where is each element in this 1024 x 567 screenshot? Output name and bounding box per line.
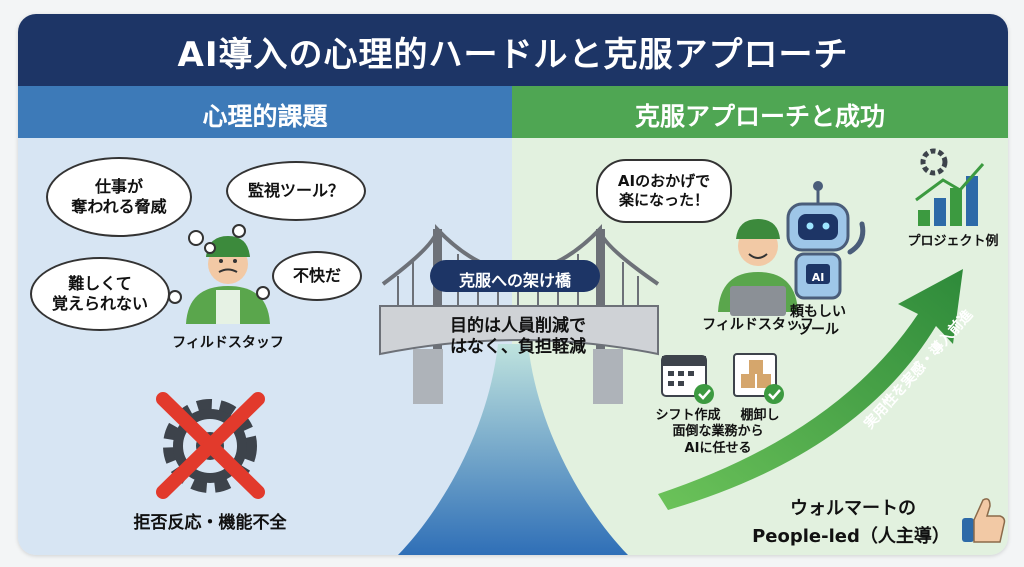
calendar-icon bbox=[661, 355, 707, 397]
right-staff-label: フィルドスタッフ bbox=[702, 317, 814, 333]
bridge-sign-label: 克服への架け橋 bbox=[458, 271, 571, 290]
right-panel bbox=[512, 138, 1008, 555]
happy-staff-figure bbox=[718, 219, 798, 316]
infographic-card: AI導入の心理的ハードルと克服アプローチ 心理的課題 克服アプローチと成功 bbox=[18, 14, 1008, 555]
bubble-dot bbox=[232, 224, 246, 238]
illustration-layer bbox=[156, 148, 1006, 555]
bubble-dot bbox=[256, 286, 270, 300]
boxes-icon bbox=[733, 353, 777, 397]
thought-bubble-discomfort: 不快だ bbox=[272, 251, 362, 301]
bubble-text: AIのおかげで 楽になった！ bbox=[617, 172, 711, 209]
bubble-text: 監視ツール？ bbox=[247, 181, 344, 200]
cross-icon bbox=[156, 392, 265, 499]
page-title: AI導入の心理的ハードルと克服アプローチ bbox=[177, 35, 849, 75]
right-section-header: 克服アプローチと成功 bbox=[512, 86, 1008, 138]
thought-bubble-difficult: 難しくて 覚えられない bbox=[30, 257, 170, 331]
speech-bubble-relief: AIのおかげで 楽になった！ bbox=[596, 159, 732, 223]
left-staff-label: フィルドスタッフ bbox=[172, 335, 284, 351]
robot-icon bbox=[786, 181, 866, 300]
river bbox=[398, 344, 628, 555]
thought-bubble-monitoring: 監視ツール？ bbox=[226, 161, 366, 221]
robot-label: 頼もしい ツール bbox=[790, 304, 846, 338]
thumbs-up-icon bbox=[962, 498, 1006, 543]
bar-chart-icon bbox=[915, 148, 985, 226]
bridge-deck-text: 目的は人員削減で はなく、負担軽減 bbox=[450, 316, 586, 358]
delegate-label: 面倒な業務から AIに任せる bbox=[672, 424, 764, 456]
checkmark-icon bbox=[764, 384, 784, 404]
worried-staff-figure bbox=[186, 236, 270, 324]
rejection-label: 拒否反応・機能不全 bbox=[133, 513, 287, 533]
shift-label: シフト作成 bbox=[655, 408, 721, 423]
bubble-dot bbox=[168, 290, 182, 304]
left-section-header: 心理的課題 bbox=[18, 86, 512, 138]
walmart-line1: ウォルマートの bbox=[790, 498, 916, 519]
thought-bubble-job-threat: 仕事が 奪われる脅威 bbox=[46, 157, 192, 237]
bubble-dot bbox=[204, 242, 216, 254]
bridge-sign-bg bbox=[430, 260, 600, 292]
bubble-text: 不快だ bbox=[292, 266, 341, 285]
left-header-label: 心理的課題 bbox=[202, 102, 328, 131]
checkmark-icon bbox=[694, 384, 714, 404]
bubble-text: 難しくて 覚えられない bbox=[51, 274, 148, 313]
title-bar: AI導入の心理的ハードルと克服アプローチ bbox=[18, 14, 1008, 86]
walmart-line2: People-led（人主導） bbox=[752, 526, 950, 547]
right-header-label: 克服アプローチと成功 bbox=[634, 102, 885, 131]
bubble-dot bbox=[188, 230, 204, 246]
growth-arrow-icon bbox=[658, 269, 963, 510]
robot-badge: AI bbox=[811, 271, 825, 284]
project-label: プロジェクト例 bbox=[907, 234, 999, 249]
bubble-text: 仕事が 奪われる脅威 bbox=[71, 177, 167, 216]
inventory-label: 棚卸し bbox=[740, 408, 780, 423]
